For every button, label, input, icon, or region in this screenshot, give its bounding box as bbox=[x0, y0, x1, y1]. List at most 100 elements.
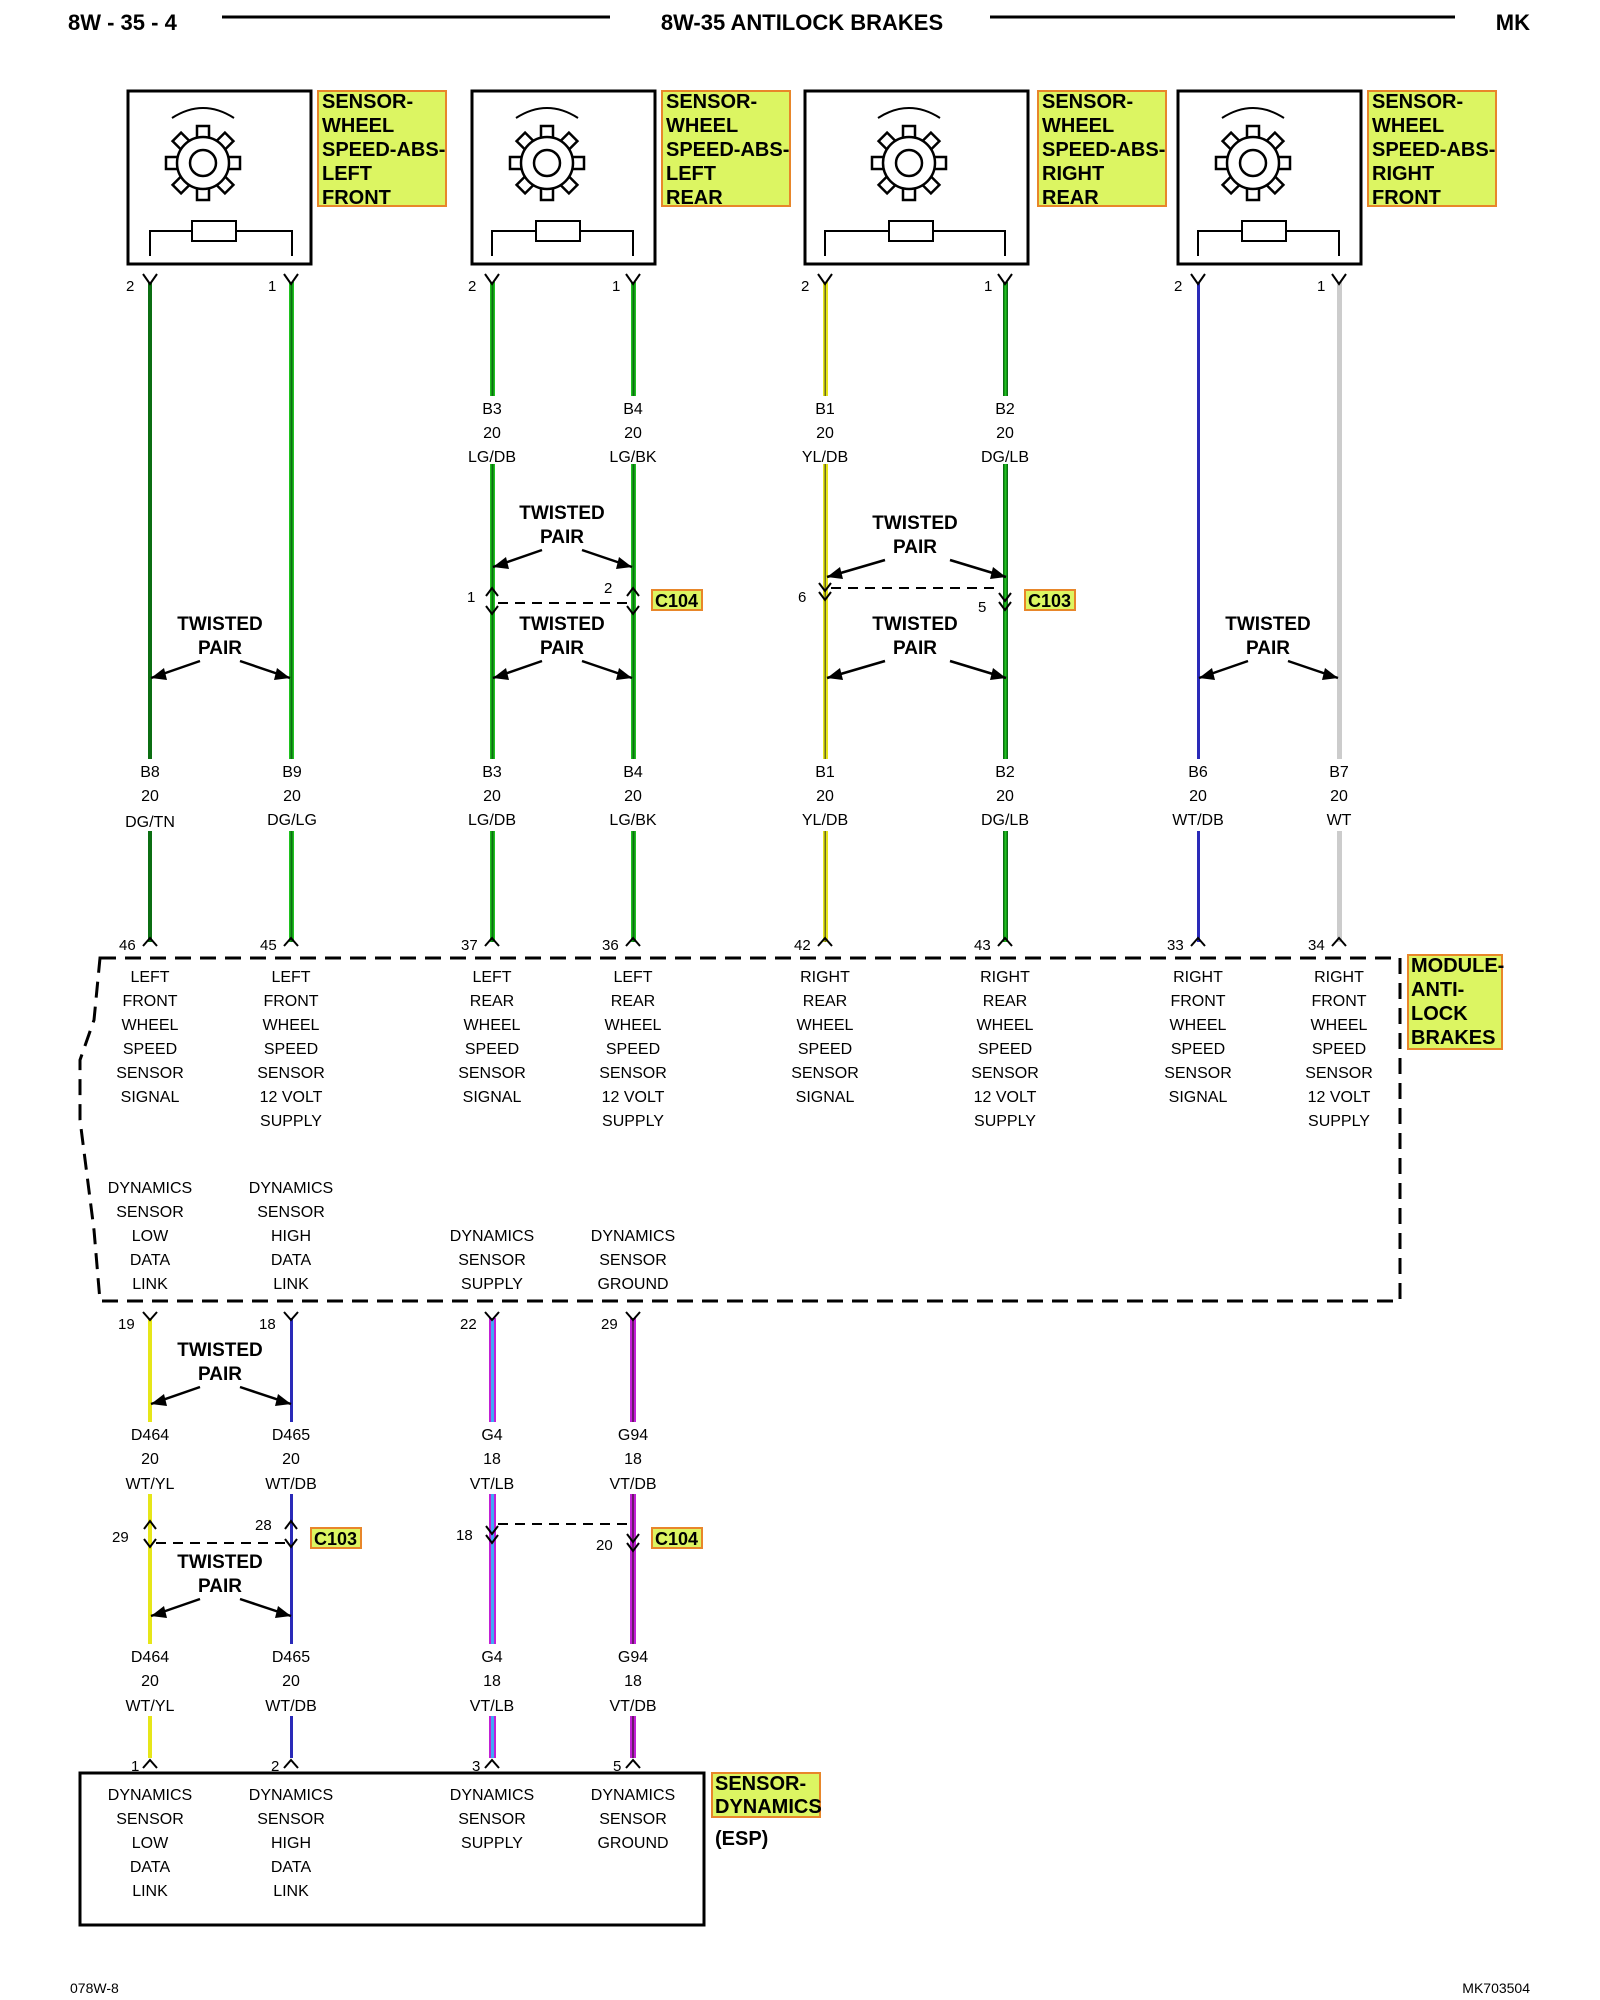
wire-label: B2 20 DG/LB bbox=[981, 396, 1029, 466]
svg-text:12 VOLT: 12 VOLT bbox=[602, 1089, 665, 1106]
sensor-label-line: RIGHT bbox=[1372, 163, 1434, 185]
wire-gauge: 20 bbox=[1189, 788, 1207, 805]
svg-text:SPEED: SPEED bbox=[1171, 1041, 1225, 1058]
wire-b6-wt-db bbox=[1197, 282, 1200, 942]
wire-label: B6 20 WT/DB bbox=[1168, 759, 1228, 831]
wire-color: YL/DB bbox=[802, 449, 848, 466]
wire-color: LG/DB bbox=[468, 812, 516, 829]
circuit-id: G94 bbox=[618, 1427, 648, 1444]
svg-text:WHEEL: WHEEL bbox=[464, 1017, 521, 1034]
gear-icon bbox=[164, 107, 242, 202]
wire-label: D464 20 WT/YL bbox=[118, 1644, 182, 1716]
twisted-pair: TWISTED PAIR bbox=[492, 614, 633, 680]
svg-text:LINK: LINK bbox=[273, 1883, 309, 1900]
wire-label: B9 20 DG/LG bbox=[264, 759, 320, 831]
circuit-id: G94 bbox=[618, 1649, 648, 1666]
wire-label: G4 18 VT/LB bbox=[464, 1644, 520, 1716]
svg-text:FRONT: FRONT bbox=[1311, 993, 1366, 1010]
connector-label: C104 bbox=[655, 591, 698, 611]
wire-gauge: 20 bbox=[283, 788, 301, 805]
module-function: RIGHT REAR WHEEL SPEED SENSOR SIGNAL bbox=[791, 969, 859, 1106]
vehicle-code: MK bbox=[1496, 10, 1530, 35]
twisted-pair: TWISTED PAIR bbox=[492, 503, 633, 569]
svg-text:SPEED: SPEED bbox=[1312, 1041, 1366, 1058]
svg-text:SENSOR: SENSOR bbox=[257, 1811, 325, 1828]
wire-gauge: 18 bbox=[624, 1673, 642, 1690]
module-function: DYNAMICS SENSOR GROUND bbox=[591, 1228, 675, 1293]
twisted-pair-label: PAIR bbox=[893, 638, 937, 659]
svg-text:WHEEL: WHEEL bbox=[122, 1017, 179, 1034]
lower-wire-labels-lower: D464 20 WT/YL D465 20 WT/DB G4 18 VT/LB … bbox=[118, 1644, 661, 1716]
wire-color: DG/LB bbox=[981, 812, 1029, 829]
pin-number: 29 bbox=[601, 1316, 618, 1333]
pin-number: 19 bbox=[118, 1316, 135, 1333]
wire-b7-wt bbox=[1337, 282, 1342, 942]
wire-d464-wt-yl bbox=[148, 1318, 152, 1758]
resistor-icon bbox=[491, 220, 634, 256]
circuit-id: B8 bbox=[140, 764, 160, 781]
circuit-id: B4 bbox=[623, 764, 643, 781]
sensor-label-line: LEFT bbox=[666, 163, 716, 185]
pin-number: 29 bbox=[112, 1529, 129, 1546]
svg-text:SENSOR: SENSOR bbox=[1305, 1065, 1373, 1082]
abs-module: MODULE- ANTI- LOCK BRAKES 46 45 37 36 42… bbox=[78, 936, 1504, 1333]
circuit-id: B6 bbox=[1188, 764, 1208, 781]
svg-text:SENSOR: SENSOR bbox=[116, 1811, 184, 1828]
svg-text:SPEED: SPEED bbox=[123, 1041, 177, 1058]
page-footer: 078W-8 MK703504 bbox=[70, 1980, 1530, 1996]
wire-d465-wt-db bbox=[290, 1318, 293, 1758]
inline-connectors: 1 2 C104 6 5 C103 29 28 C103 bbox=[112, 580, 1076, 1554]
circuit-id: D465 bbox=[272, 1649, 310, 1666]
wire-gauge: 20 bbox=[624, 788, 642, 805]
wire-label: D465 20 WT/DB bbox=[259, 1644, 323, 1716]
svg-text:LEFT: LEFT bbox=[472, 969, 511, 986]
svg-text:SENSOR: SENSOR bbox=[599, 1252, 667, 1269]
svg-text:DATA: DATA bbox=[271, 1859, 312, 1876]
pin-number: 1 bbox=[984, 278, 992, 295]
twisted-pair-label: TWISTED bbox=[872, 513, 958, 534]
dynamics-sensor-function: DYNAMICS SENSOR SUPPLY bbox=[450, 1787, 534, 1852]
sensor-label-line: RIGHT bbox=[1042, 163, 1104, 185]
module-bottom-pins: 19 18 22 29 bbox=[118, 1311, 641, 1333]
wire-gauge: 20 bbox=[996, 788, 1014, 805]
sensor-pins: 2 1 2 1 2 1 2 1 bbox=[126, 273, 1347, 295]
dynamics-sensor-function: DYNAMICS SENSOR GROUND bbox=[591, 1787, 675, 1852]
wire-gauge: 20 bbox=[141, 788, 159, 805]
pin-number: 1 bbox=[612, 278, 620, 295]
module-function: DYNAMICS SENSOR HIGH DATA LINK bbox=[249, 1180, 333, 1293]
pin-number: 1 bbox=[467, 589, 475, 606]
pin-number: 5 bbox=[978, 599, 986, 616]
dynamics-sensor-pins: 1 2 3 5 bbox=[131, 1758, 641, 1775]
wire-color: WT/YL bbox=[126, 1698, 175, 1715]
wire-gauge: 18 bbox=[624, 1451, 642, 1468]
circuit-id: D464 bbox=[131, 1427, 169, 1444]
dynamics-sensor-function: DYNAMICS SENSOR LOW DATA LINK bbox=[108, 1787, 192, 1900]
svg-text:SUPPLY: SUPPLY bbox=[461, 1835, 523, 1852]
wire-gauge: 20 bbox=[816, 788, 834, 805]
connector-c103-upper: 6 5 C103 bbox=[798, 582, 1076, 616]
dynamics-sensor-label-line: DYNAMICS bbox=[715, 1796, 822, 1818]
module-label-line: ANTI- bbox=[1411, 979, 1464, 1001]
wire-color: WT/DB bbox=[265, 1698, 317, 1715]
svg-text:LINK: LINK bbox=[273, 1276, 309, 1293]
svg-text:LINK: LINK bbox=[132, 1883, 168, 1900]
svg-text:SENSOR: SENSOR bbox=[116, 1204, 184, 1221]
wire-color: VT/DB bbox=[609, 1476, 656, 1493]
resistor-icon bbox=[824, 220, 1006, 256]
svg-text:SENSOR: SENSOR bbox=[257, 1065, 325, 1082]
circuit-id: G4 bbox=[481, 1427, 502, 1444]
wire-b2-stripe bbox=[1004, 282, 1007, 942]
sensor-label-line: REAR bbox=[666, 187, 723, 209]
module-label-line: BRAKES bbox=[1411, 1027, 1495, 1049]
pin-number: 43 bbox=[974, 937, 991, 954]
pin-number: 28 bbox=[255, 1517, 272, 1534]
wire-gauge: 20 bbox=[141, 1673, 159, 1690]
svg-text:GROUND: GROUND bbox=[597, 1835, 668, 1852]
twisted-pair-label: PAIR bbox=[198, 1364, 242, 1385]
sensor-label-line: WHEEL bbox=[666, 115, 738, 137]
svg-text:GROUND: GROUND bbox=[597, 1276, 668, 1293]
pin-number: 5 bbox=[613, 1758, 621, 1775]
wire-gauge: 18 bbox=[483, 1673, 501, 1690]
twisted-pair-label: TWISTED bbox=[872, 614, 958, 635]
svg-text:DATA: DATA bbox=[130, 1252, 171, 1269]
